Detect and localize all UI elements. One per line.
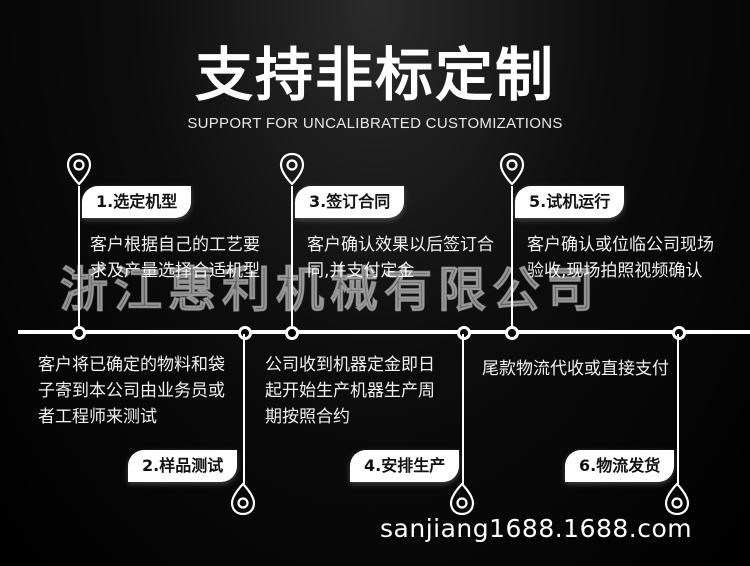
timeline-dot [238, 326, 252, 340]
timeline-dot [285, 326, 299, 340]
timeline-dot [505, 326, 519, 340]
location-pin-icon [664, 482, 690, 516]
location-pin-icon [230, 482, 256, 516]
step-3-connector [291, 186, 293, 330]
timeline-dot [72, 326, 86, 340]
step-4-description: 公司收到机器定金即日起开始生产机器生产周期按照合约 [265, 355, 435, 427]
location-pin-icon [499, 152, 525, 186]
step-4-label: 4.安排生产 [350, 450, 460, 482]
page-subtitle: SUPPORT FOR UNCALIBRATED CUSTOMIZATIONS [187, 115, 563, 132]
step-3-description: 客户确认效果以后签订合同,并支付定金 [307, 235, 494, 281]
step-1-description: 客户根据自己的工艺要求及产量选择合适机型 [90, 235, 260, 281]
page-title: 支持非标定制 [194, 41, 555, 109]
timeline-dot [672, 326, 686, 340]
step-2-connector [243, 334, 245, 484]
step-6-label: 6.物流发货 [565, 450, 675, 482]
location-pin-icon [66, 152, 92, 186]
timeline-axis [18, 330, 750, 334]
step-2-label: 2.样品测试 [128, 450, 238, 482]
location-pin-icon [279, 152, 305, 186]
step-5-description: 客户确认或位临公司现场验收,现场拍照视频确认 [527, 235, 714, 281]
step-1-label: 1.选定机型 [82, 186, 192, 218]
location-pin-icon [449, 482, 475, 516]
step-1-connector [78, 186, 80, 330]
step-5-connector [511, 186, 513, 330]
step-6-description: 尾款物流代收或直接支付 [482, 359, 669, 379]
footer-url: sanjiang1688.1688.com [380, 514, 693, 543]
step-4-connector [462, 334, 464, 484]
step-6-connector [677, 334, 679, 484]
timeline-dot [457, 326, 471, 340]
step-2-description: 客户将已确定的物料和袋子寄到本公司由业务员或者工程师来测试 [38, 355, 225, 427]
step-5-label: 5.试机运行 [515, 186, 625, 218]
company-watermark: 浙江惠利机械有限公司 [60, 262, 601, 319]
step-3-label: 3.签订合同 [295, 186, 405, 218]
